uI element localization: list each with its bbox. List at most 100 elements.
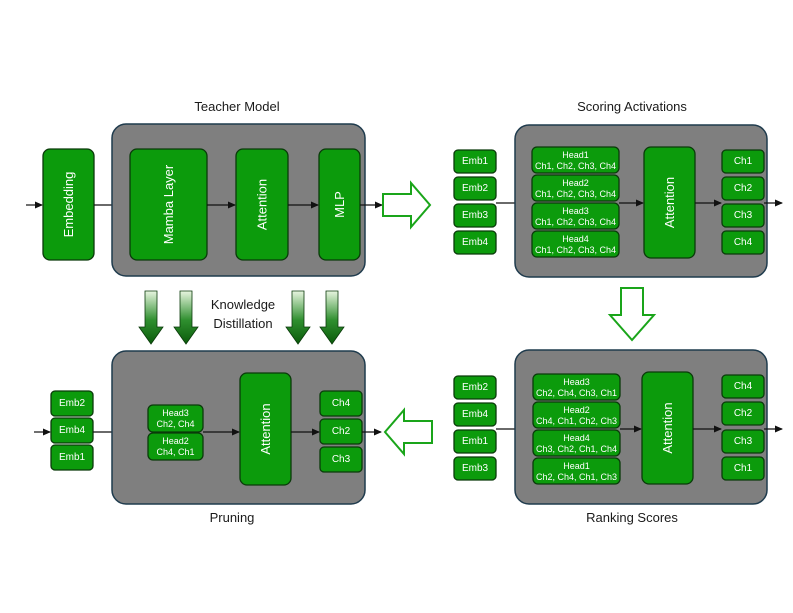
ranking-head-1 — [532, 373, 621, 401]
ranking-to-pruning-arrow — [383, 407, 433, 457]
mlp-label: MLP — [332, 191, 347, 218]
ranking-emb-1 — [453, 375, 497, 400]
ranking-out-1 — [721, 374, 765, 399]
kd-arrow-2 — [173, 290, 199, 345]
scoring-emb-2 — [453, 176, 497, 201]
scoring-head-1 — [531, 146, 620, 174]
pruning-emb-2-label: Emb4 — [59, 425, 86, 436]
scoring-out-4 — [721, 230, 765, 255]
kd-arrow-1 — [138, 290, 164, 345]
kd-arrow-4 — [319, 290, 345, 345]
scoring-out-1 — [721, 149, 765, 174]
scoring-out-3 — [721, 203, 765, 228]
pruning-panel — [111, 350, 366, 505]
pruning-section: Emb2 Emb4 Emb1 Head3 Ch2, Ch4 Head2 Ch4,… — [34, 350, 382, 505]
pruning-emb-3 — [50, 444, 94, 471]
ranking-head-4-channels: Ch2, Ch4, Ch1, Ch3 — [536, 472, 617, 482]
scoring-attention-label: Attention — [662, 177, 677, 228]
pruning-out-1-label: Ch4 — [332, 398, 351, 409]
pruning-title: Pruning — [210, 510, 255, 525]
teacher-attention-label: Attention — [255, 179, 270, 230]
ranking-out-2-label: Ch2 — [734, 408, 753, 419]
ranking-head-3-channels: Ch3, Ch2, Ch1, Ch4 — [536, 444, 617, 454]
teacher-model-title: Teacher Model — [194, 99, 279, 114]
ranking-out-3-label: Ch3 — [734, 436, 753, 447]
ranking-out-4-label: Ch1 — [734, 463, 753, 474]
ranking-scores-title: Ranking Scores — [586, 510, 678, 525]
ranking-head-4-name: Head1 — [563, 461, 590, 471]
pruning-head-2-name: Head2 — [162, 436, 189, 446]
pruning-out-1 — [319, 390, 363, 417]
pruning-out-3 — [319, 446, 363, 473]
pruning-attention-block — [239, 372, 292, 486]
pruning-head-2-channels: Ch4, Ch1 — [156, 447, 194, 457]
ranking-scores-section: Emb2 Emb4 Emb1 Emb3 Head3 Ch2, Ch4, Ch3,… — [453, 349, 783, 505]
scoring-head-4-name: Head4 — [562, 234, 589, 244]
scoring-head-4-channels: Ch1, Ch2, Ch3, Ch4 — [535, 245, 616, 255]
ranking-out-1-label: Ch4 — [734, 381, 753, 392]
ranking-emb-3 — [453, 429, 497, 454]
scoring-out-2 — [721, 176, 765, 201]
teacher-model-section: Embedding Mamba Layer Attention MLP — [26, 123, 383, 277]
pruning-emb-3-label: Emb1 — [59, 452, 86, 463]
scoring-head-2 — [531, 174, 620, 202]
ranking-attention-label: Attention — [660, 402, 675, 453]
scoring-head-1-name: Head1 — [562, 150, 589, 160]
ranking-head-2 — [532, 401, 621, 429]
embedding-label: Embedding — [61, 172, 76, 238]
kd-label-line2: Distillation — [213, 316, 272, 331]
ranking-head-3-name: Head4 — [563, 433, 590, 443]
kd-label-line1: Knowledge — [211, 297, 275, 312]
scoring-emb-3 — [453, 203, 497, 228]
mamba-layer-label: Mamba Layer — [161, 164, 176, 244]
ranking-head-2-name: Head2 — [563, 405, 590, 415]
ranking-head-3 — [532, 429, 621, 457]
ranking-out-2 — [721, 401, 765, 426]
pruning-emb-2 — [50, 417, 94, 444]
scoring-emb-2-label: Emb2 — [462, 183, 489, 194]
ranking-emb-2-label: Emb4 — [462, 409, 489, 420]
scoring-out-4-label: Ch4 — [734, 237, 753, 248]
ranking-attention-block — [641, 371, 694, 485]
ranking-head-1-name: Head3 — [563, 377, 590, 387]
scoring-activations-section: Emb1 Emb2 Emb3 Emb4 Head1 Ch1, Ch2, Ch3,… — [453, 124, 783, 278]
scoring-activations-title: Scoring Activations — [577, 99, 687, 114]
scoring-emb-1-label: Emb1 — [462, 156, 489, 167]
pruning-emb-1 — [50, 390, 94, 417]
scoring-head-3-channels: Ch1, Ch2, Ch3, Ch4 — [535, 217, 616, 227]
scoring-to-ranking-arrow — [607, 287, 657, 342]
kd-arrow-3 — [285, 290, 311, 345]
ranking-emb-3-label: Emb1 — [462, 436, 489, 447]
pruning-attention-label: Attention — [258, 403, 273, 454]
pruning-head-1-name: Head3 — [162, 408, 189, 418]
ranking-head-1-channels: Ch2, Ch4, Ch3, Ch1 — [536, 388, 617, 398]
scoring-out-2-label: Ch2 — [734, 183, 753, 194]
pruning-head-1-channels: Ch2, Ch4 — [156, 419, 194, 429]
pruning-head-2 — [147, 432, 204, 461]
pruning-emb-1-label: Emb2 — [59, 398, 86, 409]
scoring-head-3 — [531, 202, 620, 230]
ranking-out-3 — [721, 429, 765, 454]
teacher-to-scoring-arrow — [382, 180, 432, 230]
scoring-emb-4-label: Emb4 — [462, 237, 489, 248]
pruning-out-3-label: Ch3 — [332, 454, 351, 465]
scoring-head-3-name: Head3 — [562, 206, 589, 216]
ranking-head-2-channels: Ch4, Ch1, Ch2, Ch3 — [536, 416, 617, 426]
scoring-emb-1 — [453, 149, 497, 174]
scoring-head-2-name: Head2 — [562, 178, 589, 188]
scoring-head-4 — [531, 230, 620, 258]
ranking-emb-4-label: Emb3 — [462, 463, 489, 474]
scoring-emb-4 — [453, 230, 497, 255]
ranking-emb-1-label: Emb2 — [462, 382, 489, 393]
ranking-out-4 — [721, 456, 765, 481]
scoring-emb-3-label: Emb3 — [462, 210, 489, 221]
knowledge-distillation-group: Knowledge Distillation — [138, 290, 345, 345]
ranking-head-4 — [532, 457, 621, 485]
pruning-head-1 — [147, 404, 204, 433]
scoring-out-1-label: Ch1 — [734, 156, 753, 167]
pruning-out-2-label: Ch2 — [332, 426, 351, 437]
scoring-head-1-channels: Ch1, Ch2, Ch3, Ch4 — [535, 161, 616, 171]
ranking-emb-4 — [453, 456, 497, 481]
ranking-emb-2 — [453, 402, 497, 427]
